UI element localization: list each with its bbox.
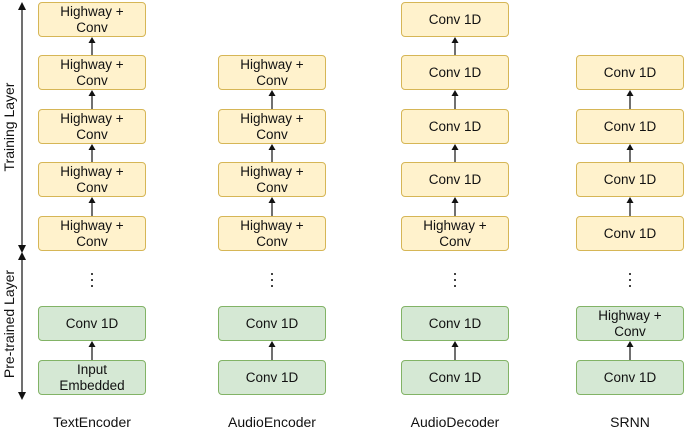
audiodecoder-training-arrow-head <box>451 144 459 150</box>
srnn-training-arrow-head <box>626 197 634 203</box>
pretrained-layer-label: Pre-trained Layer <box>1 269 17 379</box>
srnn-training-box: Conv 1D <box>576 216 684 251</box>
audioencoder-training-arrow-head <box>268 144 276 150</box>
srnn-pretrained-box: Highway + Conv <box>576 306 684 341</box>
audiodecoder-training-box: Conv 1D <box>401 2 509 37</box>
srnn-training-box: Conv 1D <box>576 162 684 197</box>
textencoder-ellipsis: . . . <box>89 259 95 291</box>
audioencoder-training-arrow-head <box>268 197 276 203</box>
audiodecoder-pretrained-box: Conv 1D <box>401 306 509 341</box>
textencoder-training-arrow-head <box>88 197 96 203</box>
srnn-training-arrow-head <box>626 144 634 150</box>
audioencoder-training-arrow-head <box>268 90 276 96</box>
audiodecoder-pretrained-arrow-head <box>451 341 459 347</box>
srnn-pretrained-arrow-head <box>626 341 634 347</box>
textencoder-training-arrow-head <box>88 90 96 96</box>
training-layer-label: Training Layer <box>1 82 17 172</box>
audiodecoder-ellipsis: . . . <box>452 259 458 291</box>
audiodecoder-pretrained-box: Conv 1D <box>401 360 509 395</box>
audioencoder-training-box: Highway + Conv <box>218 109 326 144</box>
textencoder-training-arrow-head <box>88 37 96 43</box>
audiodecoder-training-arrow-head <box>451 197 459 203</box>
audiodecoder-training-arrow-head <box>451 90 459 96</box>
audioencoder-ellipsis: . . . <box>269 259 275 291</box>
audiodecoder-training-arrow-head <box>451 37 459 43</box>
textencoder-training-box: Highway + Conv <box>38 55 146 90</box>
srnn-ellipsis: . . . <box>627 259 633 291</box>
audiodecoder-training-box: Conv 1D <box>401 55 509 90</box>
srnn-training-arrow-head <box>626 90 634 96</box>
textencoder-training-box: Highway + Conv <box>38 2 146 37</box>
audioencoder-column-label: AudioEncoder <box>228 414 316 430</box>
audioencoder-training-box: Highway + Conv <box>218 216 326 251</box>
srnn-pretrained-box: Conv 1D <box>576 360 684 395</box>
textencoder-training-box: Highway + Conv <box>38 162 146 197</box>
srnn-training-box: Conv 1D <box>576 109 684 144</box>
audioencoder-training-box: Highway + Conv <box>218 55 326 90</box>
audioencoder-pretrained-arrow-head <box>268 341 276 347</box>
audiodecoder-training-box: Conv 1D <box>401 162 509 197</box>
srnn-training-box: Conv 1D <box>576 55 684 90</box>
textencoder-pretrained-box: Input Embedded <box>38 360 146 395</box>
textencoder-training-box: Highway + Conv <box>38 216 146 251</box>
textencoder-training-box: Highway + Conv <box>38 109 146 144</box>
audiodecoder-training-box: Conv 1D <box>401 109 509 144</box>
textencoder-pretrained-arrow-head <box>88 341 96 347</box>
audioencoder-pretrained-box: Conv 1D <box>218 306 326 341</box>
textencoder-pretrained-box: Conv 1D <box>38 306 146 341</box>
audiodecoder-column-label: AudioDecoder <box>410 414 500 430</box>
textencoder-training-arrow-head <box>88 144 96 150</box>
audioencoder-training-box: Highway + Conv <box>218 162 326 197</box>
srnn-column-label: SRNN <box>610 414 650 430</box>
textencoder-column-label: TextEncoder <box>53 414 131 430</box>
audioencoder-pretrained-box: Conv 1D <box>218 360 326 395</box>
audiodecoder-training-box: Highway + Conv <box>401 216 509 251</box>
